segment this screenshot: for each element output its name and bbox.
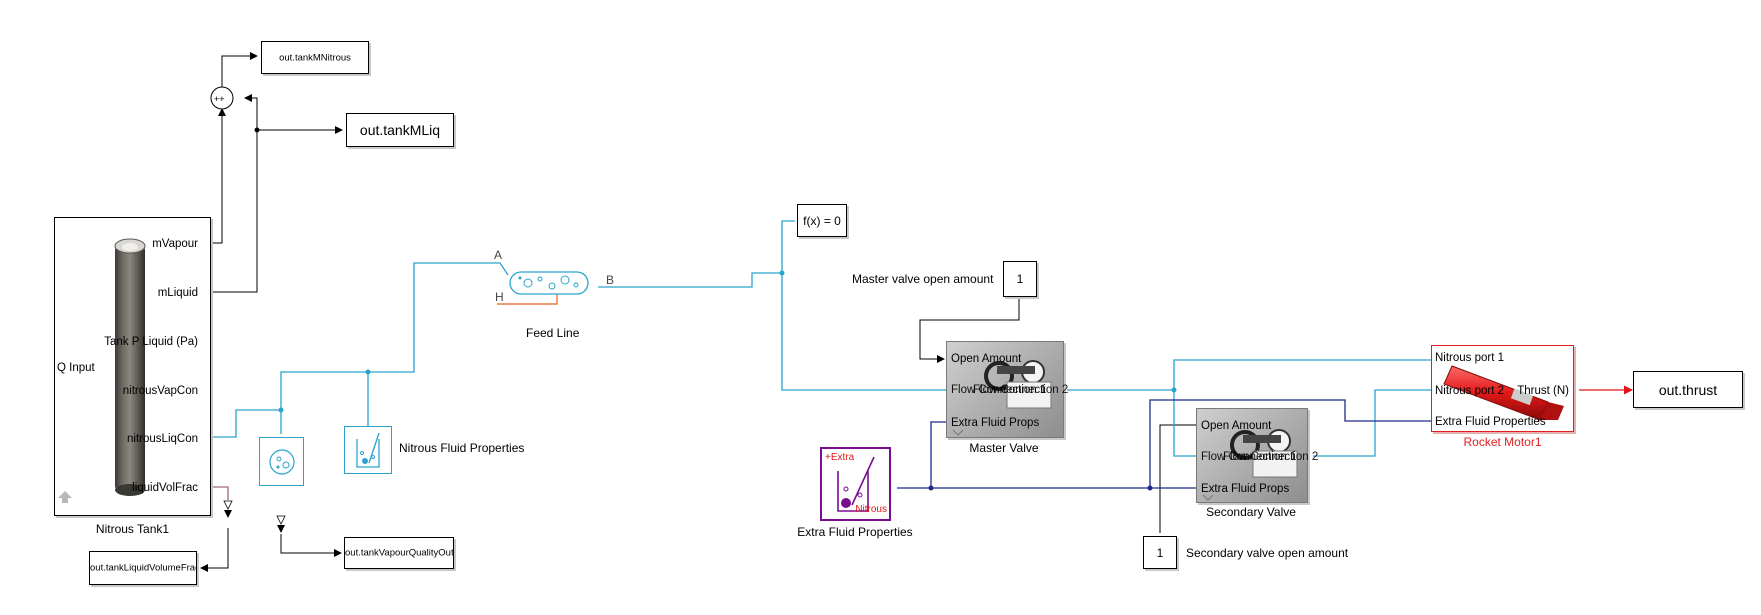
secondary-valve-name: Secondary Valve: [1206, 505, 1296, 519]
port-nitrous-vap-con: nitrousVapCon: [122, 385, 198, 397]
feed-line-port-h: H: [495, 290, 504, 304]
wire-volfrac-out: [200, 528, 229, 572]
to-workspace-thrust[interactable]: out.thrust: [1633, 371, 1743, 408]
wire-master-open: [919, 297, 1020, 363]
nitrous-fluid-properties-label: Nitrous Fluid Properties: [399, 441, 525, 455]
port-tank-p: Tank P Liquid (Pa): [104, 336, 198, 348]
sum-block: [210, 86, 234, 110]
extra-icon-bottom-label: Nitrous: [855, 504, 887, 515]
wire-secondary-open: [1159, 421, 1205, 533]
to-workspace-tank-liquid-volume-fraction[interactable]: out.tankLiquidVolumeFraction: [89, 551, 197, 585]
extra-fluid-properties-block[interactable]: +Extra Nitrous: [820, 447, 891, 521]
rocket-port-1: Nitrous port 1: [1435, 352, 1505, 364]
secondary-port-flow2: Flow Connection 2: [1223, 451, 1319, 463]
master-port-open: Open Amount: [951, 353, 1022, 365]
master-valve-block[interactable]: Open Amount Flow Connection 1 Flow Conne…: [946, 341, 1068, 438]
nitrous-fluid-properties-block[interactable]: [344, 426, 392, 474]
solver-configuration-block[interactable]: f(x) = 0: [797, 204, 847, 237]
wire-props-master: [930, 421, 946, 488]
extra-icon-top-label: +Extra: [825, 452, 855, 463]
rocket-port-2: Nitrous port 2: [1435, 385, 1505, 397]
port-nitrous-liq-con: nitrousLiqCon: [127, 433, 198, 445]
tank-cylinder-icon: [58, 238, 146, 503]
extra-fluid-properties-name: Extra Fluid Properties: [797, 525, 913, 539]
secondary-port-flow1: Flow Connection 1: [1201, 451, 1297, 463]
wire-tank-liq: [205, 262, 509, 438]
feed-line-port-a: A: [494, 248, 503, 262]
rocket-port-props: Extra Fluid Properties: [1435, 416, 1546, 428]
wire-master-out: [1067, 359, 1431, 391]
rocket-port-thrust: Thrust (N): [1517, 385, 1569, 397]
beaker-extra-icon: [837, 456, 875, 512]
vapour-quality-sensor[interactable]: [259, 437, 304, 486]
to-workspace-tank-m-nitrous[interactable]: out.tankMNitrous: [261, 41, 369, 74]
wire-secondary-in: [1173, 390, 1206, 457]
nitrous-tank-block[interactable]: Q Input mVapour mLiquid Tank P Liquid (P…: [54, 217, 211, 516]
secondary-port-open: Open Amount: [1201, 420, 1272, 432]
feed-line-block[interactable]: [480, 250, 610, 310]
wire-props-rocket: [1149, 399, 1431, 488]
wire-solver: [781, 220, 795, 273]
secondary-port-props: Extra Fluid Props: [1201, 483, 1290, 495]
port-m-vapour: mVapour: [152, 238, 198, 250]
to-workspace-tank-vapour-quality-out[interactable]: out.tankVapourQualityOut: [344, 537, 454, 569]
wire-sum-out-nitrous: [221, 52, 258, 87]
port-q-input: Q Input: [57, 362, 95, 374]
master-port-props: Extra Fluid Props: [951, 417, 1040, 429]
valve-mechanism-icon: [952, 360, 1052, 436]
beaker-icon: [356, 432, 380, 468]
wire-mliquid: [205, 94, 258, 293]
port-liquid-vol-frac: liquidVolFrac: [132, 482, 198, 494]
master-valve-open-label: Master valve open amount: [852, 272, 994, 286]
rocket-motor-name: Rocket Motor1: [1463, 435, 1542, 449]
wire-feed-b: [598, 272, 782, 288]
wire-secondary-out: [1313, 389, 1431, 457]
master-port-flow2: Flow Connection 2: [973, 384, 1069, 396]
wire-master-in: [781, 273, 946, 391]
rocket-motor-block[interactable]: Nitrous port 1 Nitrous port 2 Extra Flui…: [1431, 345, 1574, 432]
valve-mechanism-icon: [1202, 429, 1298, 501]
master-valve-name: Master Valve: [969, 441, 1039, 455]
master-valve-open-constant[interactable]: 1: [1003, 261, 1037, 297]
tank-block-name: Nitrous Tank1: [95, 522, 170, 536]
feed-line-name: Feed Line: [526, 326, 580, 340]
port-m-liquid: mLiquid: [157, 287, 198, 299]
rocket-motor-icon: [1443, 365, 1564, 421]
feed-line-port-b: B: [606, 273, 615, 287]
secondary-valve-open-constant[interactable]: 1: [1143, 536, 1177, 569]
to-workspace-tank-m-liq[interactable]: out.tankMLiq: [346, 113, 454, 147]
master-port-flow1: Flow Connection 1: [951, 384, 1047, 396]
sum-block-signs: ++: [214, 94, 225, 104]
sensor-icon: [269, 449, 295, 475]
secondary-valve-block[interactable]: Open Amount Flow Connection 1 Flow Conne…: [1196, 408, 1318, 503]
wire-quality-out: [280, 534, 342, 557]
secondary-valve-open-label: Secondary valve open amount: [1186, 546, 1349, 560]
